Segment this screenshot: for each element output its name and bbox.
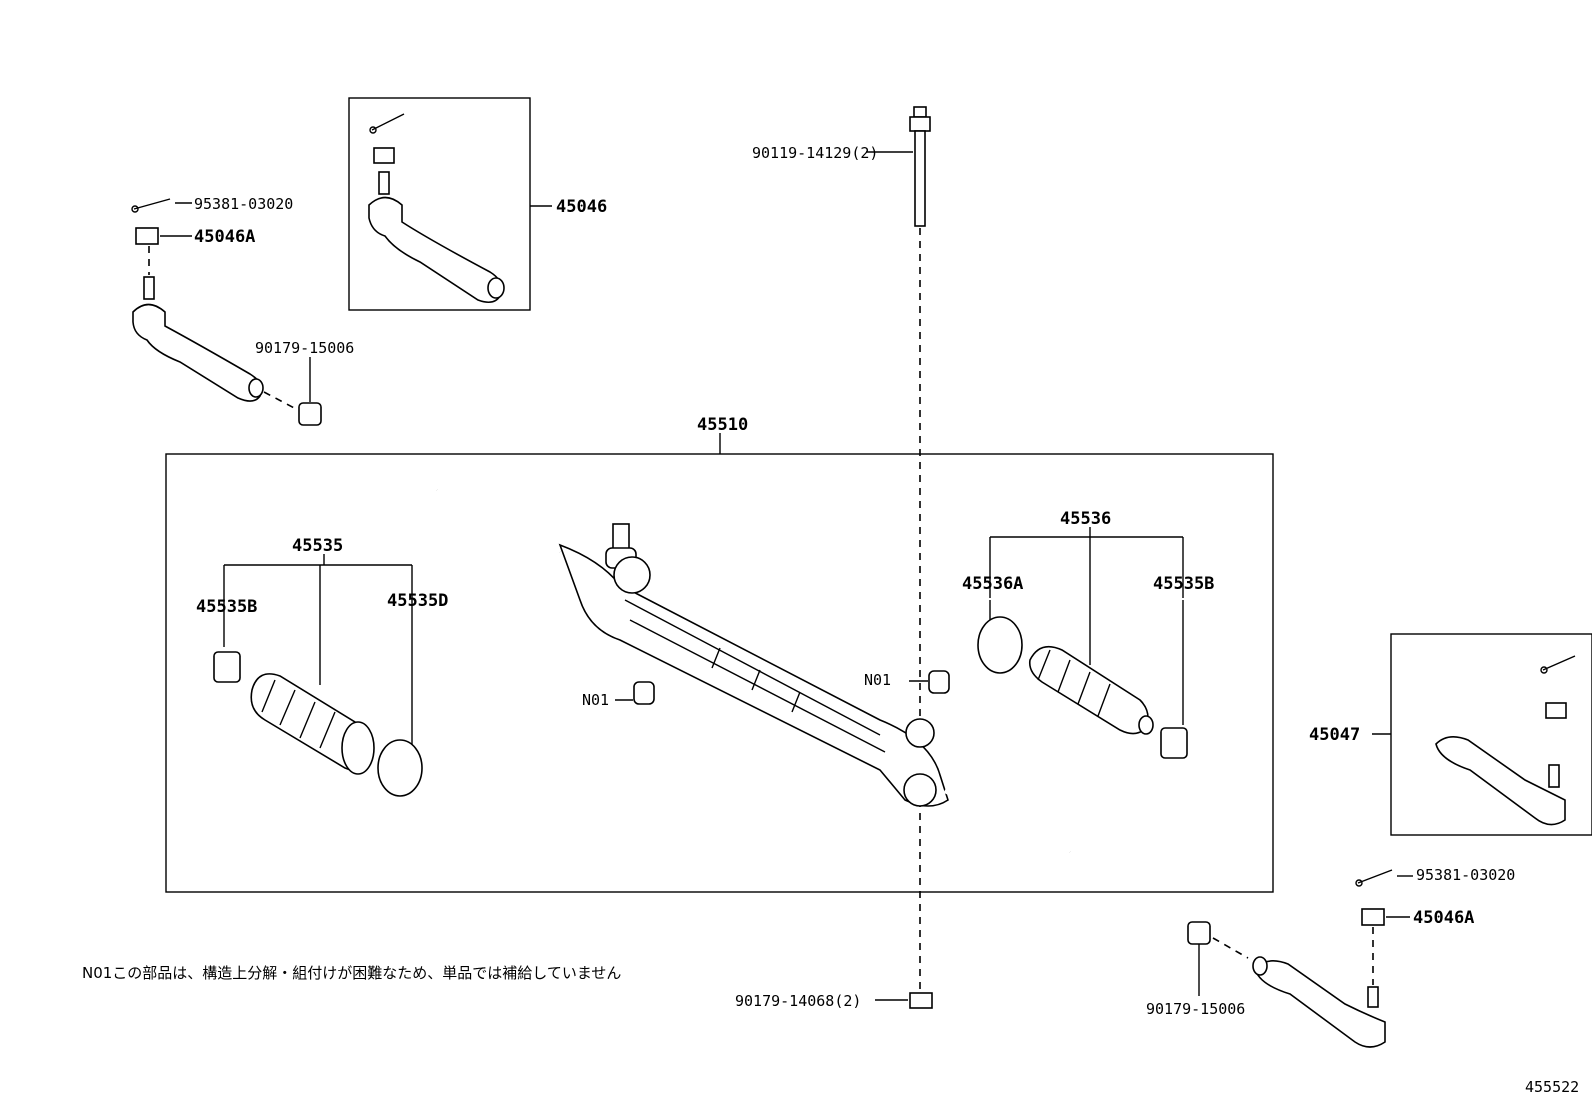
steering-rack-icon — [435, 487, 1072, 855]
diagram-id: 455522 — [1525, 1078, 1579, 1096]
label-cotter-pin-left[interactable]: 95381-03020 — [194, 195, 293, 213]
n01-right-icon — [928, 670, 950, 694]
label-nut-bottom[interactable]: 90179-14068(2) — [735, 992, 861, 1010]
label-nut-left[interactable]: 45046A — [194, 227, 255, 247]
label-cotter-pin-right[interactable]: 95381-03020 — [1416, 866, 1515, 884]
tie-rod-end-left-icon — [132, 276, 264, 402]
tie-rod-end-left-box — [348, 97, 531, 311]
clamp-left-inner-icon — [377, 739, 423, 797]
clamp-left-outer-icon — [213, 651, 241, 683]
tie-rod-end-right-box-parts — [1435, 655, 1576, 826]
label-gear-assy[interactable]: 45510 — [697, 415, 748, 435]
bolt-icon — [909, 106, 931, 227]
label-n01-right[interactable]: N01 — [864, 671, 891, 689]
tie-rod-end-left-box-parts — [368, 113, 505, 304]
n01-left-icon — [633, 681, 655, 705]
label-clamp-right-outer[interactable]: 45535B — [1153, 574, 1214, 594]
clamp-right-inner-icon — [977, 616, 1023, 674]
label-tie-rod-end-left-box[interactable]: 45046 — [556, 197, 607, 217]
label-clamp-left-outer[interactable]: 45535B — [196, 597, 257, 617]
gear-assy-box — [165, 453, 1274, 893]
nut-left-icon — [135, 227, 159, 245]
label-tie-rod-end-right-box[interactable]: 45047 — [1309, 725, 1360, 745]
boot-left-icon — [250, 673, 375, 775]
footnote: N01この部品は、構造上分解・組付けが困難なため、単品では補給していません — [82, 964, 621, 982]
label-nut-right[interactable]: 45046A — [1413, 908, 1474, 928]
label-bush-left[interactable]: 90179-15006 — [255, 339, 354, 357]
nut-right-icon — [1361, 908, 1385, 926]
label-clamp-left-inner[interactable]: 45535D — [387, 591, 448, 611]
bush-left-icon — [298, 402, 322, 426]
label-n01-left[interactable]: N01 — [582, 691, 609, 709]
label-bush-right[interactable]: 90179-15006 — [1146, 1000, 1245, 1018]
nut-bottom-icon — [909, 992, 933, 1009]
label-bolt[interactable]: 90119-14129(2) — [752, 144, 878, 162]
label-boot-kit-left[interactable]: 45535 — [292, 536, 343, 556]
label-clamp-right-inner[interactable]: 45536A — [962, 574, 1023, 594]
tie-rod-end-right-icon — [1252, 956, 1386, 1048]
bush-right-icon — [1187, 921, 1211, 945]
cotter-pin-left-icon — [131, 198, 171, 213]
boot-right-icon — [1028, 645, 1154, 735]
clamp-right-outer-icon — [1160, 727, 1188, 759]
label-boot-kit-right[interactable]: 45536 — [1060, 509, 1111, 529]
cotter-pin-right-icon — [1355, 869, 1393, 887]
